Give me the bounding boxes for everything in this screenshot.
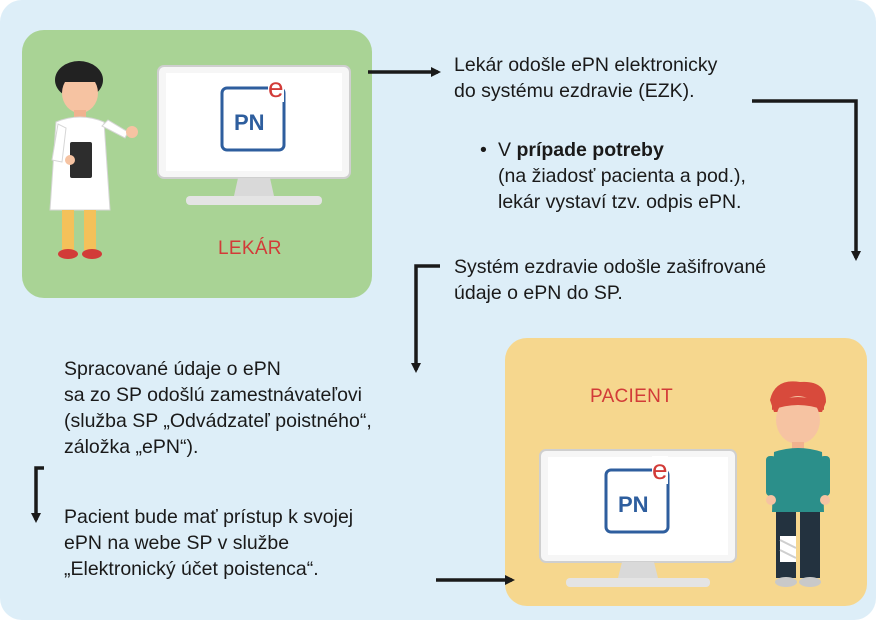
step3-line1: Spracované údaje o ePN bbox=[64, 358, 281, 380]
step3-text: Spracované údaje o ePN sa zo SP odošlú z… bbox=[64, 356, 372, 460]
patient-monitor-logo: PN e bbox=[606, 456, 668, 532]
patient-icon bbox=[766, 381, 830, 587]
step2-text: Systém ezdravie odošle zašifrované údaje… bbox=[454, 254, 766, 306]
bullet-prefix: V bbox=[498, 139, 517, 161]
bullet-text: • V prípade potreby (na žiadosť pacienta … bbox=[480, 137, 746, 215]
step2-line1: Systém ezdravie odošle zašifrované bbox=[454, 256, 767, 278]
step3-line4: záložka „ePN“). bbox=[64, 436, 199, 458]
step4-line2: ePN na webe SP v službe bbox=[64, 532, 290, 554]
step4-text: Pacient bude mať prístup k svojej ePN na… bbox=[64, 504, 353, 582]
epn-logo-superscript: e bbox=[268, 72, 284, 103]
doctor-monitor-logo: PN e bbox=[222, 74, 284, 150]
step3-line2: sa zo SP odošlú zamestnávateľovi bbox=[64, 384, 362, 406]
monitor-icon bbox=[539, 449, 737, 587]
epn-logo-superscript: e bbox=[652, 454, 668, 485]
step4-line1: Pacient bude mať prístup k svojej bbox=[64, 506, 354, 528]
arrow-icon bbox=[31, 67, 861, 585]
step4-line3: „Elektronický účet poistenca“. bbox=[64, 558, 319, 580]
bullet-line1: • V prípade potreby bbox=[480, 137, 746, 163]
step2-line2: údaje o ePN do SP. bbox=[454, 282, 623, 304]
epn-logo-text: PN bbox=[618, 492, 649, 517]
doctor-icon bbox=[49, 61, 138, 259]
bullet-symbol: • bbox=[480, 139, 487, 161]
bullet-line3: lekár vystaví tzv. odpis ePN. bbox=[498, 191, 742, 213]
patient-role-label: PACIENT bbox=[590, 386, 674, 407]
step3-line3: (služba SP „Odvádzateľ poistného“, bbox=[64, 410, 372, 432]
doctor-role-label: LEKÁR bbox=[218, 238, 282, 259]
bullet-line2: (na žiadosť pacienta a pod.), bbox=[498, 165, 746, 187]
bullet-bold-text: prípade potreby bbox=[516, 139, 664, 161]
epn-logo-text: PN bbox=[234, 110, 265, 135]
step1-line2: do systému ezdravie (EZK). bbox=[454, 80, 695, 102]
step1-line1: Lekár odošle ePN elektronicky bbox=[454, 54, 718, 76]
monitor-icon bbox=[157, 65, 351, 205]
step1-text: Lekár odošle ePN elektronicky do systému… bbox=[454, 52, 717, 104]
